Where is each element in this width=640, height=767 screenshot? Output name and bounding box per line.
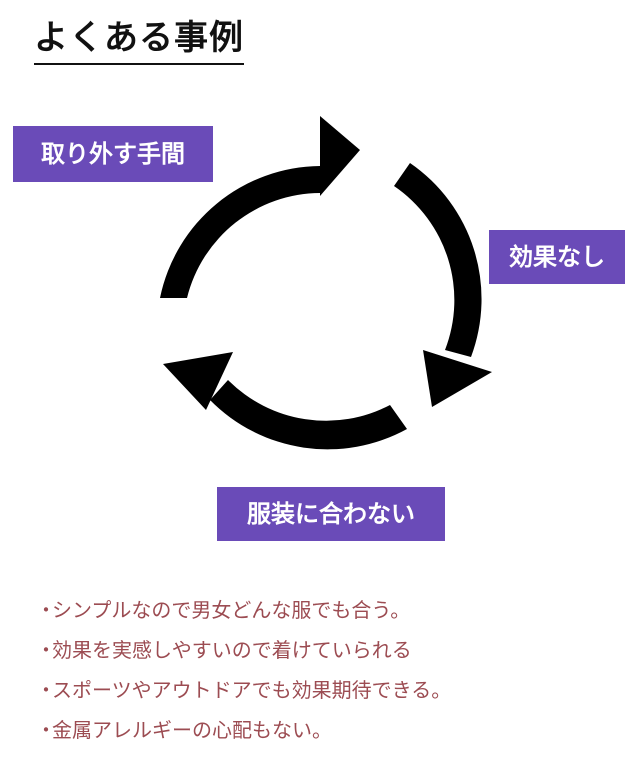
list-item-text: 効果を実感しやすいので着けていられる (52, 638, 412, 662)
cycle-arrowhead-1 (320, 116, 360, 196)
cycle-arrowhead-3 (163, 352, 233, 410)
cycle-arrow-3 (210, 380, 407, 450)
cycle-arrowhead-2 (423, 350, 492, 407)
list-item-text: 金属アレルギーの心配もない。 (52, 718, 332, 742)
notes-list: ・シンプルなので男女どんな服でも合う。 ・効果を実感しやすいので着けていられる … (36, 596, 451, 756)
cycle-step-1-label: 取り外す手間 (13, 126, 213, 182)
bullet-dot: ・ (36, 678, 56, 702)
cycle-arrow-1 (160, 166, 320, 298)
bullet-dot: ・ (36, 598, 56, 622)
bullet-dot: ・ (36, 638, 56, 662)
bullet-dot: ・ (36, 718, 56, 742)
cycle-arrow-2 (394, 163, 482, 357)
cycle-step-2-label: 効果なし (489, 230, 625, 284)
list-item: ・効果を実感しやすいので着けていられる (36, 636, 451, 676)
list-item-text: スポーツやアウトドアでも効果期待できる。 (52, 678, 452, 702)
cycle-step-3-label: 服装に合わない (217, 487, 445, 541)
list-item-text: シンプルなので男女どんな服でも合う。 (52, 598, 411, 622)
list-item: ・スポーツやアウトドアでも効果期待できる。 (36, 676, 451, 716)
list-item: ・金属アレルギーの心配もない。 (36, 716, 451, 756)
page-title: よくある事例 (34, 10, 244, 65)
list-item: ・シンプルなので男女どんな服でも合う。 (36, 596, 451, 636)
